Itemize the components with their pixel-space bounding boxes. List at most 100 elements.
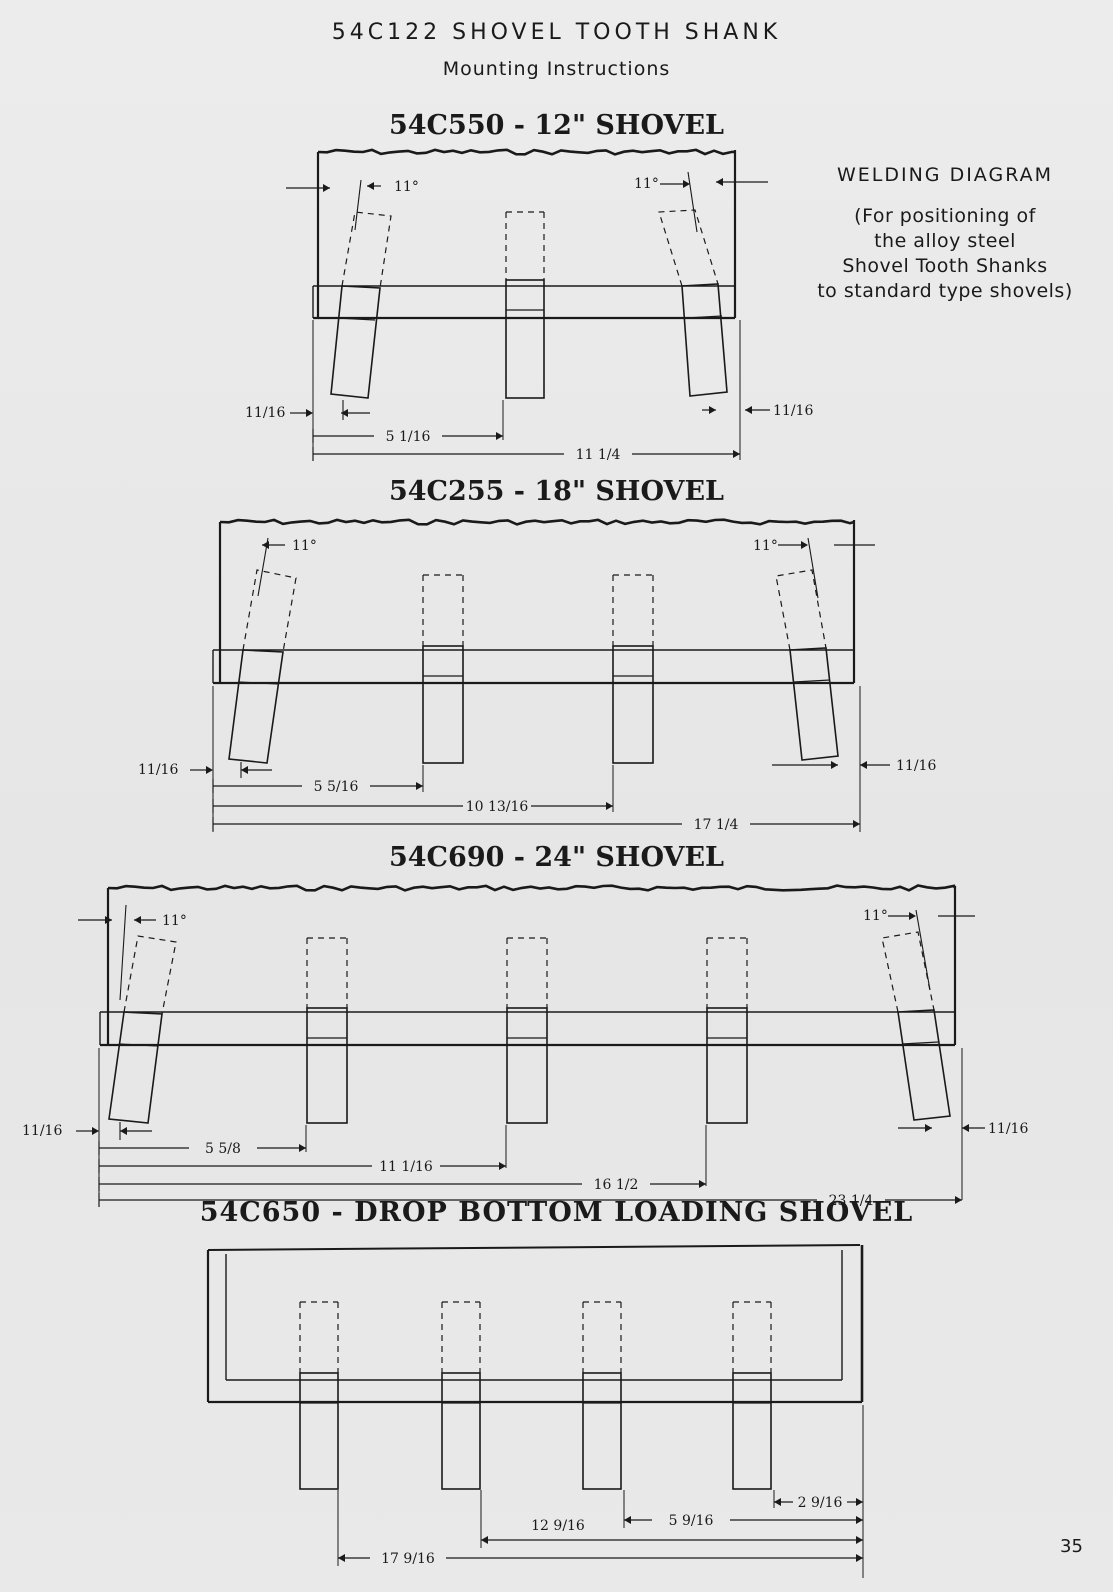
s3-offset-right-inner-arrow — [925, 1124, 932, 1132]
welding-description: (For positioning of the alloy steel Shov… — [817, 205, 1073, 302]
welding-title: WELDING DIAGRAM — [836, 164, 1054, 186]
s1-dim-5-1-16-arrow — [496, 432, 503, 440]
s3-dim-11-1-16-arrow — [499, 1162, 506, 1170]
s4-shank-3-body — [582, 1372, 622, 1490]
s1-shank-center-body — [505, 279, 545, 399]
s1-offset-right-arrow — [745, 406, 752, 414]
s4-shank-2-body — [441, 1372, 481, 1490]
s2-top-edge — [219, 518, 855, 526]
s4-shank-1-body — [299, 1372, 339, 1490]
s3-dim-5-5-8-arrow — [299, 1144, 306, 1152]
s1-offset-left-arrow — [306, 409, 313, 417]
s3-shank-left-body — [108, 1011, 163, 1124]
s2-shank-left-band — [238, 681, 280, 685]
s4-dim-2-9-16-arrow-right — [856, 1498, 863, 1506]
s3-shank-right-body — [897, 1009, 951, 1121]
s3-angle-left-label: 11° — [162, 913, 187, 929]
s2-angle-left-ref — [257, 537, 269, 597]
s3-dim-16-1-2-label: 16 1/2 — [594, 1177, 639, 1193]
s3-angle-right-ref — [915, 909, 931, 991]
s2-angle-right-arrow — [801, 541, 808, 549]
section-title-18-inch: 54C255 - 18" SHOVEL — [388, 476, 725, 507]
document-title: 54C122 SHOVEL TOOTH SHANK — [331, 20, 782, 45]
s3-shank-left-ghost — [123, 935, 177, 1015]
document-subtitle: Mounting Instructions — [442, 58, 671, 80]
section-title-12-inch: 54C550 - 12" SHOVEL — [388, 110, 725, 141]
s1-angle-right-arrow — [683, 180, 690, 188]
s4-dim-5-9-16-arrow-right — [856, 1516, 863, 1524]
s3-shank-right-band — [901, 1041, 939, 1045]
s4-dim-17-9-16-arrow-right — [856, 1554, 863, 1562]
s4-dim-5-9-16-label: 5 9/16 — [669, 1513, 714, 1529]
s2-offset-left-arrow — [206, 766, 213, 774]
s3-shank-right-ghost — [881, 931, 935, 1013]
s4-outer-top — [207, 1244, 861, 1251]
s2-angle-left-arrow — [262, 541, 269, 549]
s2-shank-right-ghost — [775, 569, 827, 651]
s3-dim-11-1-16-label: 11 1/16 — [379, 1159, 433, 1175]
s4-dim-2-9-16-label: 2 9/16 — [798, 1495, 843, 1511]
s3-angle-right-arrow — [909, 912, 916, 920]
s2-shank-right-band — [793, 679, 831, 683]
s3-offset-left-label: 11/16 — [22, 1123, 62, 1139]
s2-shank-left-body — [228, 649, 284, 764]
s2-angle-left-label: 11° — [292, 538, 317, 554]
section-title-drop-bottom: 54C650 - DROP BOTTOM LOADING SHOVEL — [199, 1197, 914, 1228]
s1-angle-right-label: 11° — [634, 176, 659, 192]
s1-angle-left-ref — [354, 179, 362, 231]
s4-dim-12-9-16-arrow-right — [856, 1536, 863, 1544]
s2-dim-5-5-16-arrow — [416, 782, 423, 790]
s3-offset-left-arrow — [92, 1127, 99, 1135]
s1-dim-11-1-4-label: 11 1/4 — [576, 447, 621, 463]
s4-dim-17-9-16-label: 17 9/16 — [381, 1551, 435, 1567]
s3-dim-5-5-8-label: 5 5/8 — [205, 1141, 241, 1157]
s4-shank-4-body — [732, 1372, 772, 1490]
s3-angle-left-ref — [119, 904, 127, 1001]
s1-offset-left-label: 11/16 — [245, 405, 285, 421]
s2-shank-left-ghost — [242, 569, 297, 653]
s3-edge-left-top-arrow — [105, 916, 112, 924]
s1-top-edge — [317, 148, 736, 156]
welding-note: WELDING DIAGRAM (For positioning of the … — [800, 163, 1090, 304]
s3-angle-left-arrow — [134, 916, 141, 924]
s2-shank-right-body — [789, 647, 839, 761]
section-title-24-inch: 54C690 - 24" SHOVEL — [388, 842, 725, 873]
s1-edge-right-top-arrow — [716, 178, 723, 186]
s2-shank-c2-body — [612, 645, 654, 764]
s1-shank-left-ghost — [341, 211, 392, 289]
s1-shank-right-band — [685, 315, 723, 319]
s2-dim-17-1-4-arrow — [853, 820, 860, 828]
s1-offset-right-inner-arrow — [709, 406, 716, 414]
s3-offset-right-arrow — [962, 1124, 969, 1132]
s2-offset-right-arrow — [860, 761, 867, 769]
s2-offset-right-inner-arrow — [831, 761, 838, 769]
s2-shank-c1-body — [422, 645, 464, 764]
s2-dim-5-5-16-label: 5 5/16 — [314, 779, 359, 795]
s1-shank-right-ghost — [658, 209, 719, 287]
s1-offset-left-inner-arrow — [341, 409, 348, 417]
s3-shank-c2-body — [506, 1007, 548, 1124]
s2-angle-right-label: 11° — [753, 538, 778, 554]
s2-dim-10-13-16-label: 10 13/16 — [466, 799, 529, 815]
s3-shank-c3-body — [706, 1007, 748, 1124]
s1-offset-right-label: 11/16 — [773, 403, 813, 419]
s3-dim-23-1-4-label: 23 1/4 — [829, 1193, 874, 1209]
s1-shank-right-body — [681, 283, 728, 397]
s3-shank-left-band — [119, 1043, 159, 1047]
s1-dim-11-1-4-arrow — [733, 450, 740, 458]
s2-angle-right-ref — [807, 537, 819, 599]
s3-top-edge — [107, 884, 957, 892]
s2-dim-10-13-16-arrow — [606, 802, 613, 810]
s1-shank-left-body — [330, 285, 381, 399]
s3-angle-right-label: 11° — [863, 908, 888, 924]
s3-offset-left-inner-arrow — [120, 1127, 127, 1135]
s2-offset-left-label: 11/16 — [138, 762, 178, 778]
s2-offset-right-label: 11/16 — [896, 758, 936, 774]
s3-dim-16-1-2-arrow — [699, 1180, 706, 1188]
page-number: 35 — [1060, 1536, 1083, 1557]
s3-shank-c1-body — [306, 1007, 348, 1124]
s1-dim-5-1-16-label: 5 1/16 — [386, 429, 431, 445]
s2-offset-left-inner-arrow — [241, 766, 248, 774]
s4-dim-12-9-16-label: 12 9/16 — [531, 1518, 585, 1534]
